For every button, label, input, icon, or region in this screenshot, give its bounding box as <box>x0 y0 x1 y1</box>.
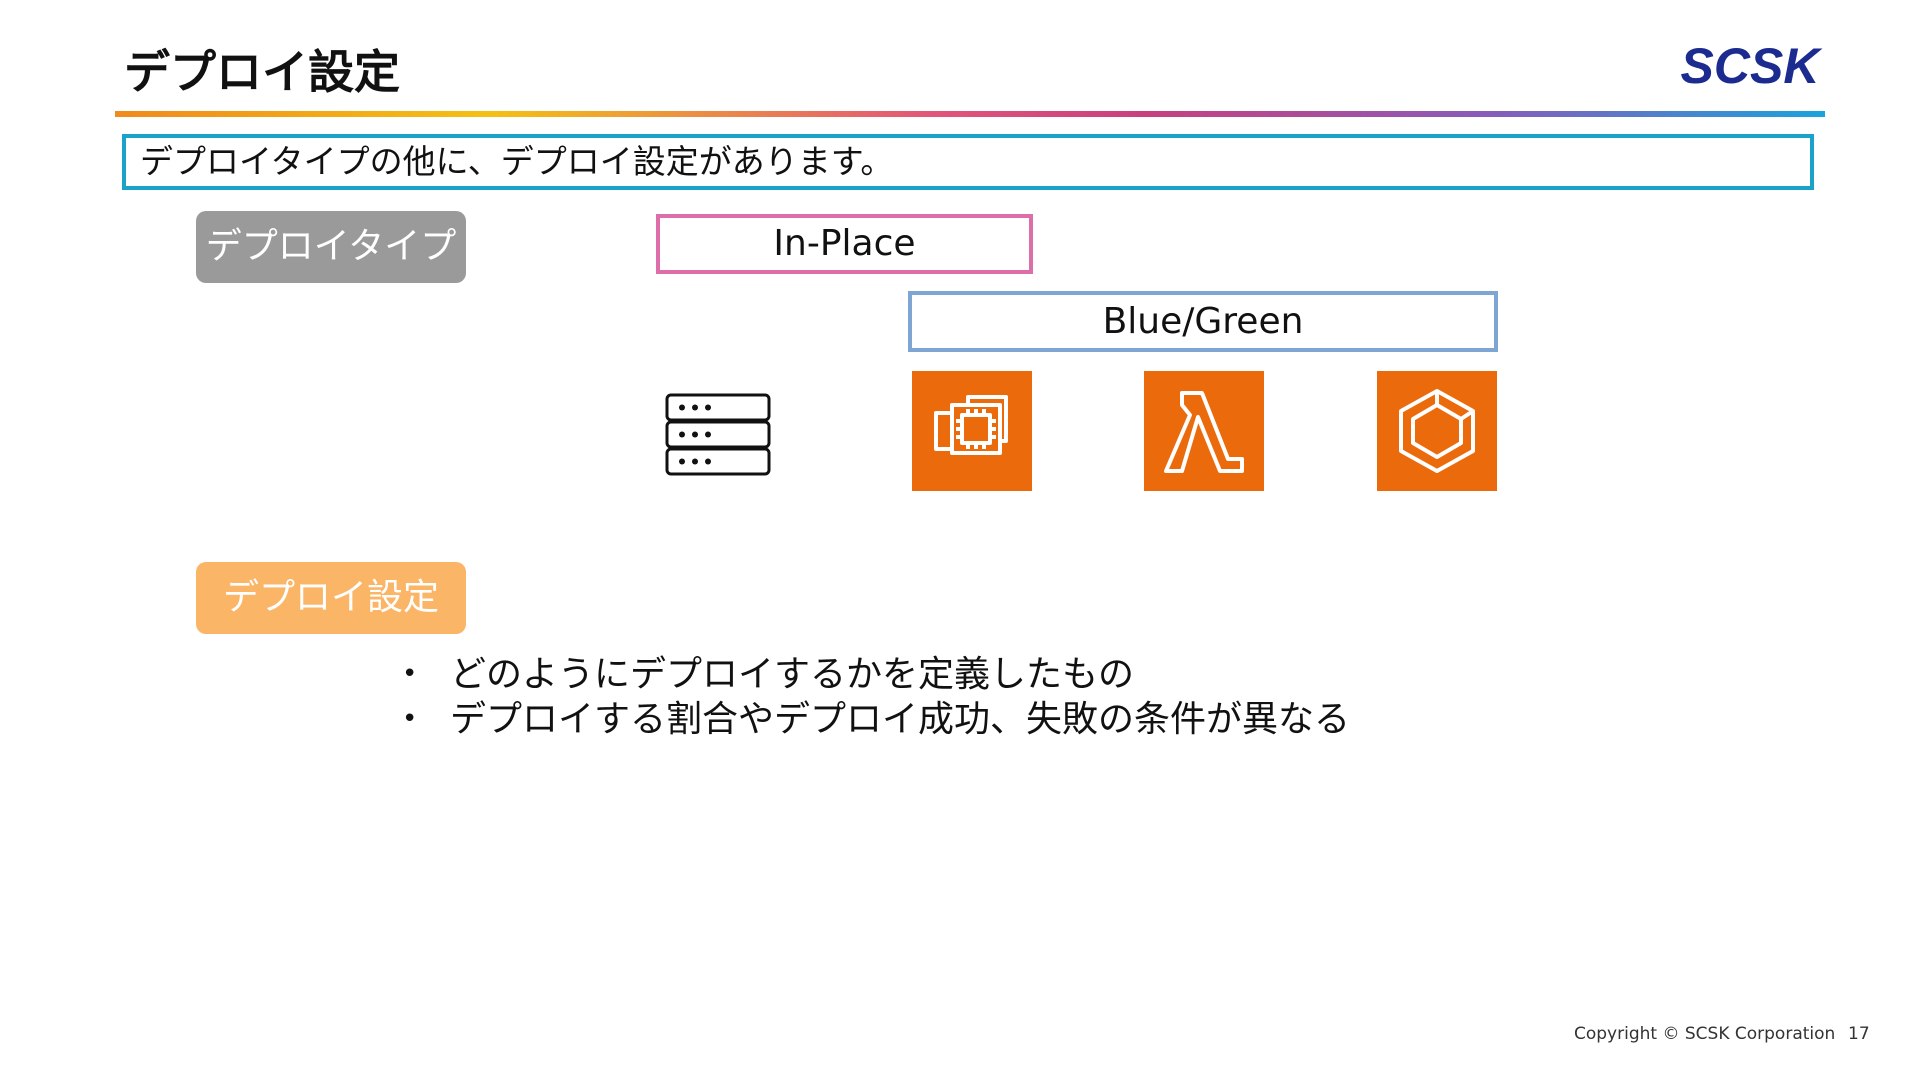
server-icon <box>664 392 774 482</box>
deploy-setting-bullets: どのようにデプロイするかを定義したもの デプロイする割合やデプロイ成功、失敗の条… <box>400 652 1500 742</box>
page-number: 17 <box>1848 1024 1870 1044</box>
ec2-icon <box>912 371 1032 491</box>
deploy-type-tag: デプロイタイプ <box>196 211 466 283</box>
footer-copyright: Copyright © SCSK Corporation <box>1574 1024 1836 1044</box>
lambda-icon <box>1144 371 1264 491</box>
lead-text-box: デプロイタイプの他に、デプロイ設定があります。 <box>122 134 1814 190</box>
ecs-icon <box>1377 371 1497 491</box>
lead-text: デプロイタイプの他に、デプロイ設定があります。 <box>140 142 894 181</box>
title-gradient-rule <box>115 111 1825 117</box>
blue-green-box: Blue/Green <box>908 291 1498 352</box>
slide-title: デプロイ設定 <box>124 45 400 99</box>
bullet-item: どのようにデプロイするかを定義したもの <box>400 652 1500 697</box>
bullet-item: デプロイする割合やデプロイ成功、失敗の条件が異なる <box>400 697 1500 742</box>
scsk-logo: SCSK <box>1675 38 1825 94</box>
deploy-setting-tag: デプロイ設定 <box>196 562 466 634</box>
in-place-box: In-Place <box>656 214 1033 274</box>
svg-text:SCSK: SCSK <box>1681 42 1824 92</box>
